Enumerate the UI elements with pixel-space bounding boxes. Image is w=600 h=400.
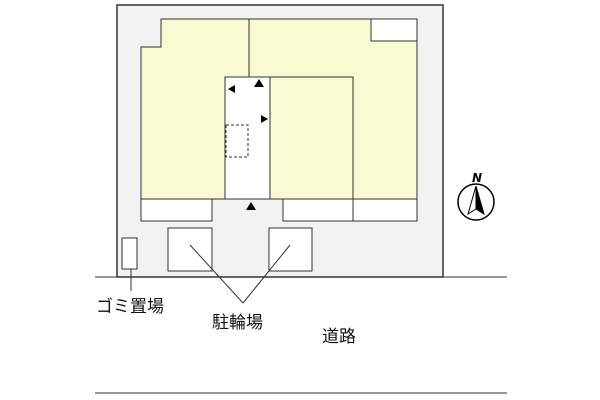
leader-line — [242, 244, 291, 304]
bicycle-parking-box — [167, 227, 213, 272]
garbage-area-label: ゴミ置場 — [96, 296, 164, 317]
lower-strip-room — [140, 198, 213, 222]
arrow-left-icon — [228, 85, 235, 93]
leader-line — [189, 244, 244, 304]
north-compass-icon: N — [457, 171, 495, 221]
building-footprint — [140, 18, 418, 200]
lower-strip-room — [282, 198, 354, 222]
bicycle-parking-box — [268, 227, 313, 272]
road-label: 道路 — [322, 327, 356, 347]
dashed-box — [225, 124, 249, 158]
arrow-up-icon — [254, 79, 264, 87]
bicycle-parking-label: 駐輪場 — [212, 313, 263, 333]
arrow-right-icon — [261, 115, 268, 123]
garbage-area-box — [121, 237, 138, 270]
arrow-up-icon — [246, 202, 256, 210]
lower-strip-room — [352, 198, 418, 222]
top-right-room — [370, 18, 418, 42]
north-label: N — [472, 171, 482, 185]
